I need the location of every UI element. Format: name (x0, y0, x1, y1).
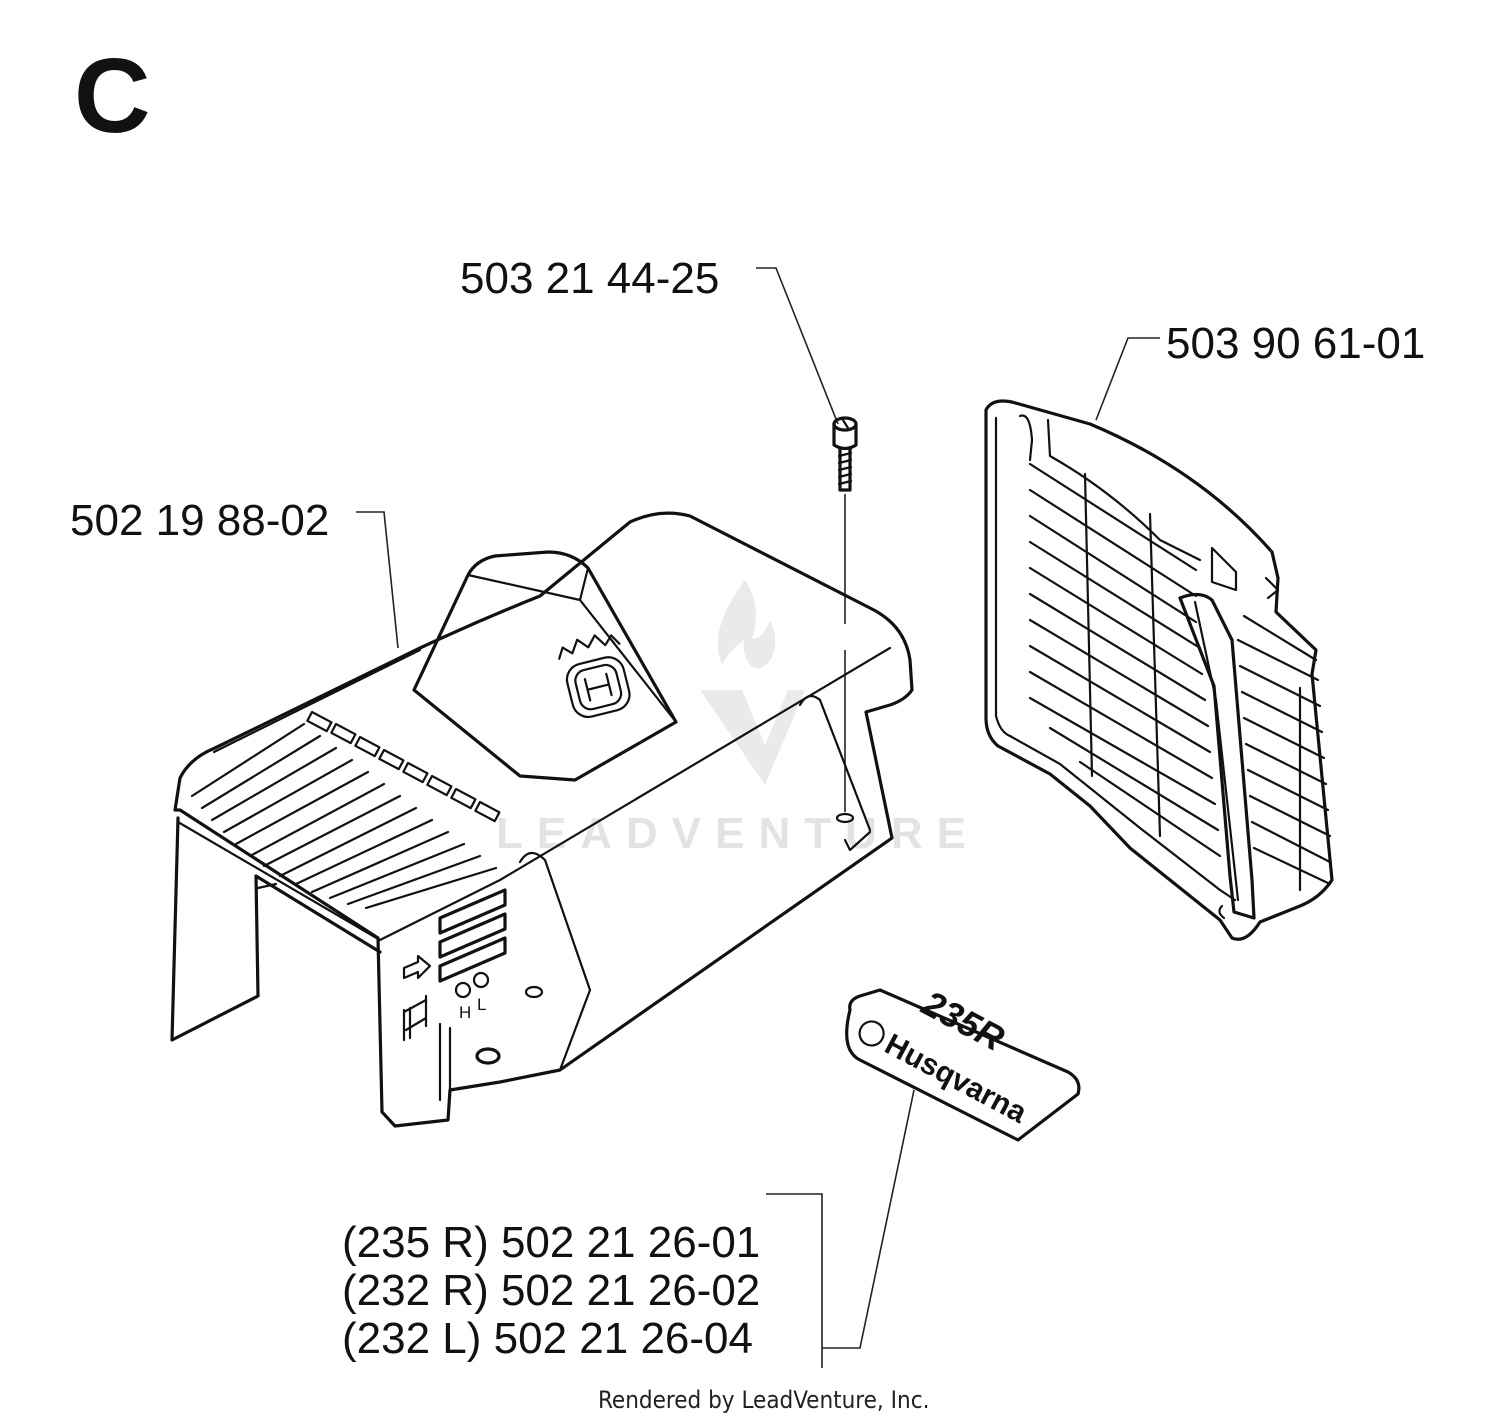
part-label-grille: 503 90 61-01 (1166, 319, 1425, 368)
part-label-cover: 502 19 88-02 (70, 496, 329, 545)
cylinder-cover-part: H L (170, 511, 914, 1128)
leader-grille (1095, 337, 1160, 421)
watermark-text: LEADVENTURE (496, 809, 980, 858)
marking-l: L (477, 995, 486, 1014)
husqvarna-crown-logo-icon (558, 634, 631, 719)
part-label-decal-232r: (232 R) 502 21 26-02 (342, 1266, 760, 1315)
model-decal-part: 235R Husqvarna (845, 982, 1081, 1142)
part-label-decal-232l: (232 L) 502 21 26-04 (342, 1314, 753, 1363)
decal-brand-text: Husqvarna (880, 1028, 1033, 1130)
leader-screw (756, 267, 839, 425)
arrow-right-icon (402, 954, 432, 980)
footer-credit: Rendered by LeadVenture, Inc. (598, 1386, 929, 1414)
choke-symbol-icon (402, 994, 428, 1042)
part-label-screw: 503 21 44-25 (460, 254, 719, 303)
watermark: LEADVENTURE (496, 580, 980, 858)
adjust-screw-l-icon (472, 971, 490, 989)
section-letter: C (74, 37, 151, 155)
flame-watermark-icon (717, 580, 776, 669)
part-label-decal-235r: (235 R) 502 21 26-01 (342, 1218, 760, 1267)
leader-lines (356, 267, 1160, 1368)
leader-cover (356, 511, 399, 649)
v-watermark-icon (700, 690, 805, 785)
marking-h: H (459, 1003, 471, 1022)
air-grille-part (984, 399, 1334, 941)
adjust-screw-h-icon (454, 981, 472, 999)
leader-decal (766, 1089, 915, 1368)
screw-part (832, 416, 858, 812)
decal-crown-logo-icon (858, 1020, 885, 1047)
